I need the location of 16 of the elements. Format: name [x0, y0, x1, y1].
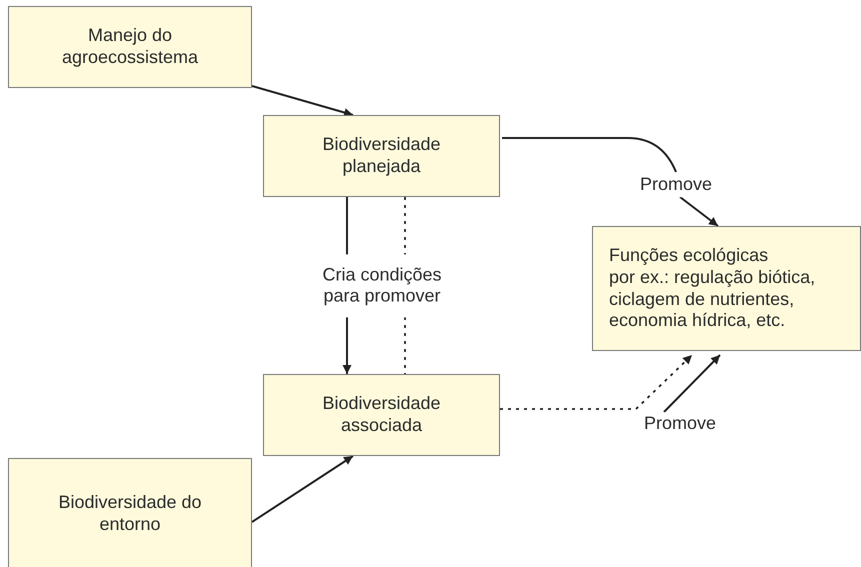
box-text: Manejo do agroecossistema — [60, 25, 200, 69]
box-text: Biodiversidade do entorno — [57, 492, 203, 536]
arrow — [663, 354, 721, 413]
arrow — [251, 455, 354, 523]
box-text: Biodiversidade associada — [321, 393, 442, 437]
process-box — [8, 458, 252, 567]
box-text: Funções ecológicas — [609, 245, 768, 267]
arrow — [501, 137, 719, 227]
arrow — [252, 85, 354, 117]
box-text: Biodiversidade planejada — [321, 134, 442, 178]
box-text: por ex.: regulação biótica, ciclagem de nutrientes, economia hídrica, etc. — [609, 266, 816, 332]
process-box — [263, 115, 500, 197]
process-box — [8, 6, 252, 88]
process-box — [592, 226, 861, 351]
dotted-connector — [500, 354, 693, 410]
process-box — [263, 374, 500, 456]
